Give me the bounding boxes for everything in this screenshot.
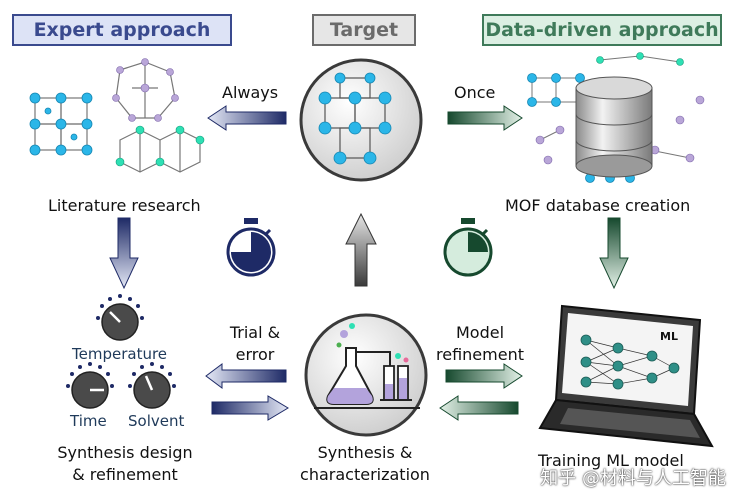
temperature-knob-label: Temperature: [72, 345, 168, 363]
database-down-arrow: [599, 217, 629, 290]
trial-error-right-arrow: [211, 395, 289, 421]
model-line-2: refinement: [436, 345, 524, 364]
solvent-knob-icon: [128, 362, 176, 409]
always-arrow: [207, 105, 287, 131]
watermark: 知乎 @材料与人工智能: [540, 468, 726, 489]
synthesis-lab-icon: [304, 313, 428, 437]
synthesis-char-line-1: Synthesis &: [317, 443, 413, 462]
model-line-1: Model: [455, 323, 505, 342]
synthesis-characterization-label: Synthesis & characterization: [290, 442, 440, 486]
trial-error-left-arrow: [205, 363, 287, 389]
trial-line-2: error: [235, 345, 275, 364]
synthesis-design-line-2: & refinement: [72, 465, 178, 484]
trial-line-1: Trial &: [229, 323, 281, 342]
mof-database-icon: [527, 52, 705, 183]
data-driven-stopwatch-icon: [443, 218, 493, 277]
once-arrow: [447, 105, 523, 131]
mof-database-creation-label: MOF database creation: [505, 196, 691, 215]
once-label: Once: [454, 83, 496, 102]
expert-approach-header: Expert approach: [12, 14, 232, 46]
time-knob-label: Time: [70, 412, 107, 430]
target-mof-icon: [299, 58, 423, 182]
literature-down-arrow: [109, 217, 139, 290]
model-refinement-left-arrow: [439, 395, 519, 421]
time-knob-icon: [66, 362, 114, 409]
trial-and-error-label: Trial & error: [210, 322, 300, 366]
temperature-knob-icon: [96, 294, 144, 341]
target-header: Target: [312, 14, 416, 46]
literature-research-label: Literature research: [48, 196, 201, 215]
solvent-knob-label: Solvent: [128, 412, 185, 430]
characterization-up-arrow: [345, 212, 377, 287]
data-driven-approach-header: Data-driven approach: [482, 14, 722, 46]
always-label: Always: [222, 83, 279, 102]
laptop-ml-icon: ML: [538, 304, 714, 448]
expert-stopwatch-icon: [226, 218, 276, 277]
training-ml-model-label: Training ML model: [538, 451, 684, 470]
model-refinement-label: Model refinement: [432, 322, 528, 366]
model-refinement-right-arrow: [445, 363, 523, 389]
synthesis-design-line-1: Synthesis design: [57, 443, 193, 462]
literature-mof-structures: [29, 58, 205, 173]
synthesis-design-label: Synthesis design & refinement: [40, 442, 210, 486]
laptop-ml-text: ML: [660, 330, 678, 343]
synthesis-char-line-2: characterization: [300, 465, 430, 484]
